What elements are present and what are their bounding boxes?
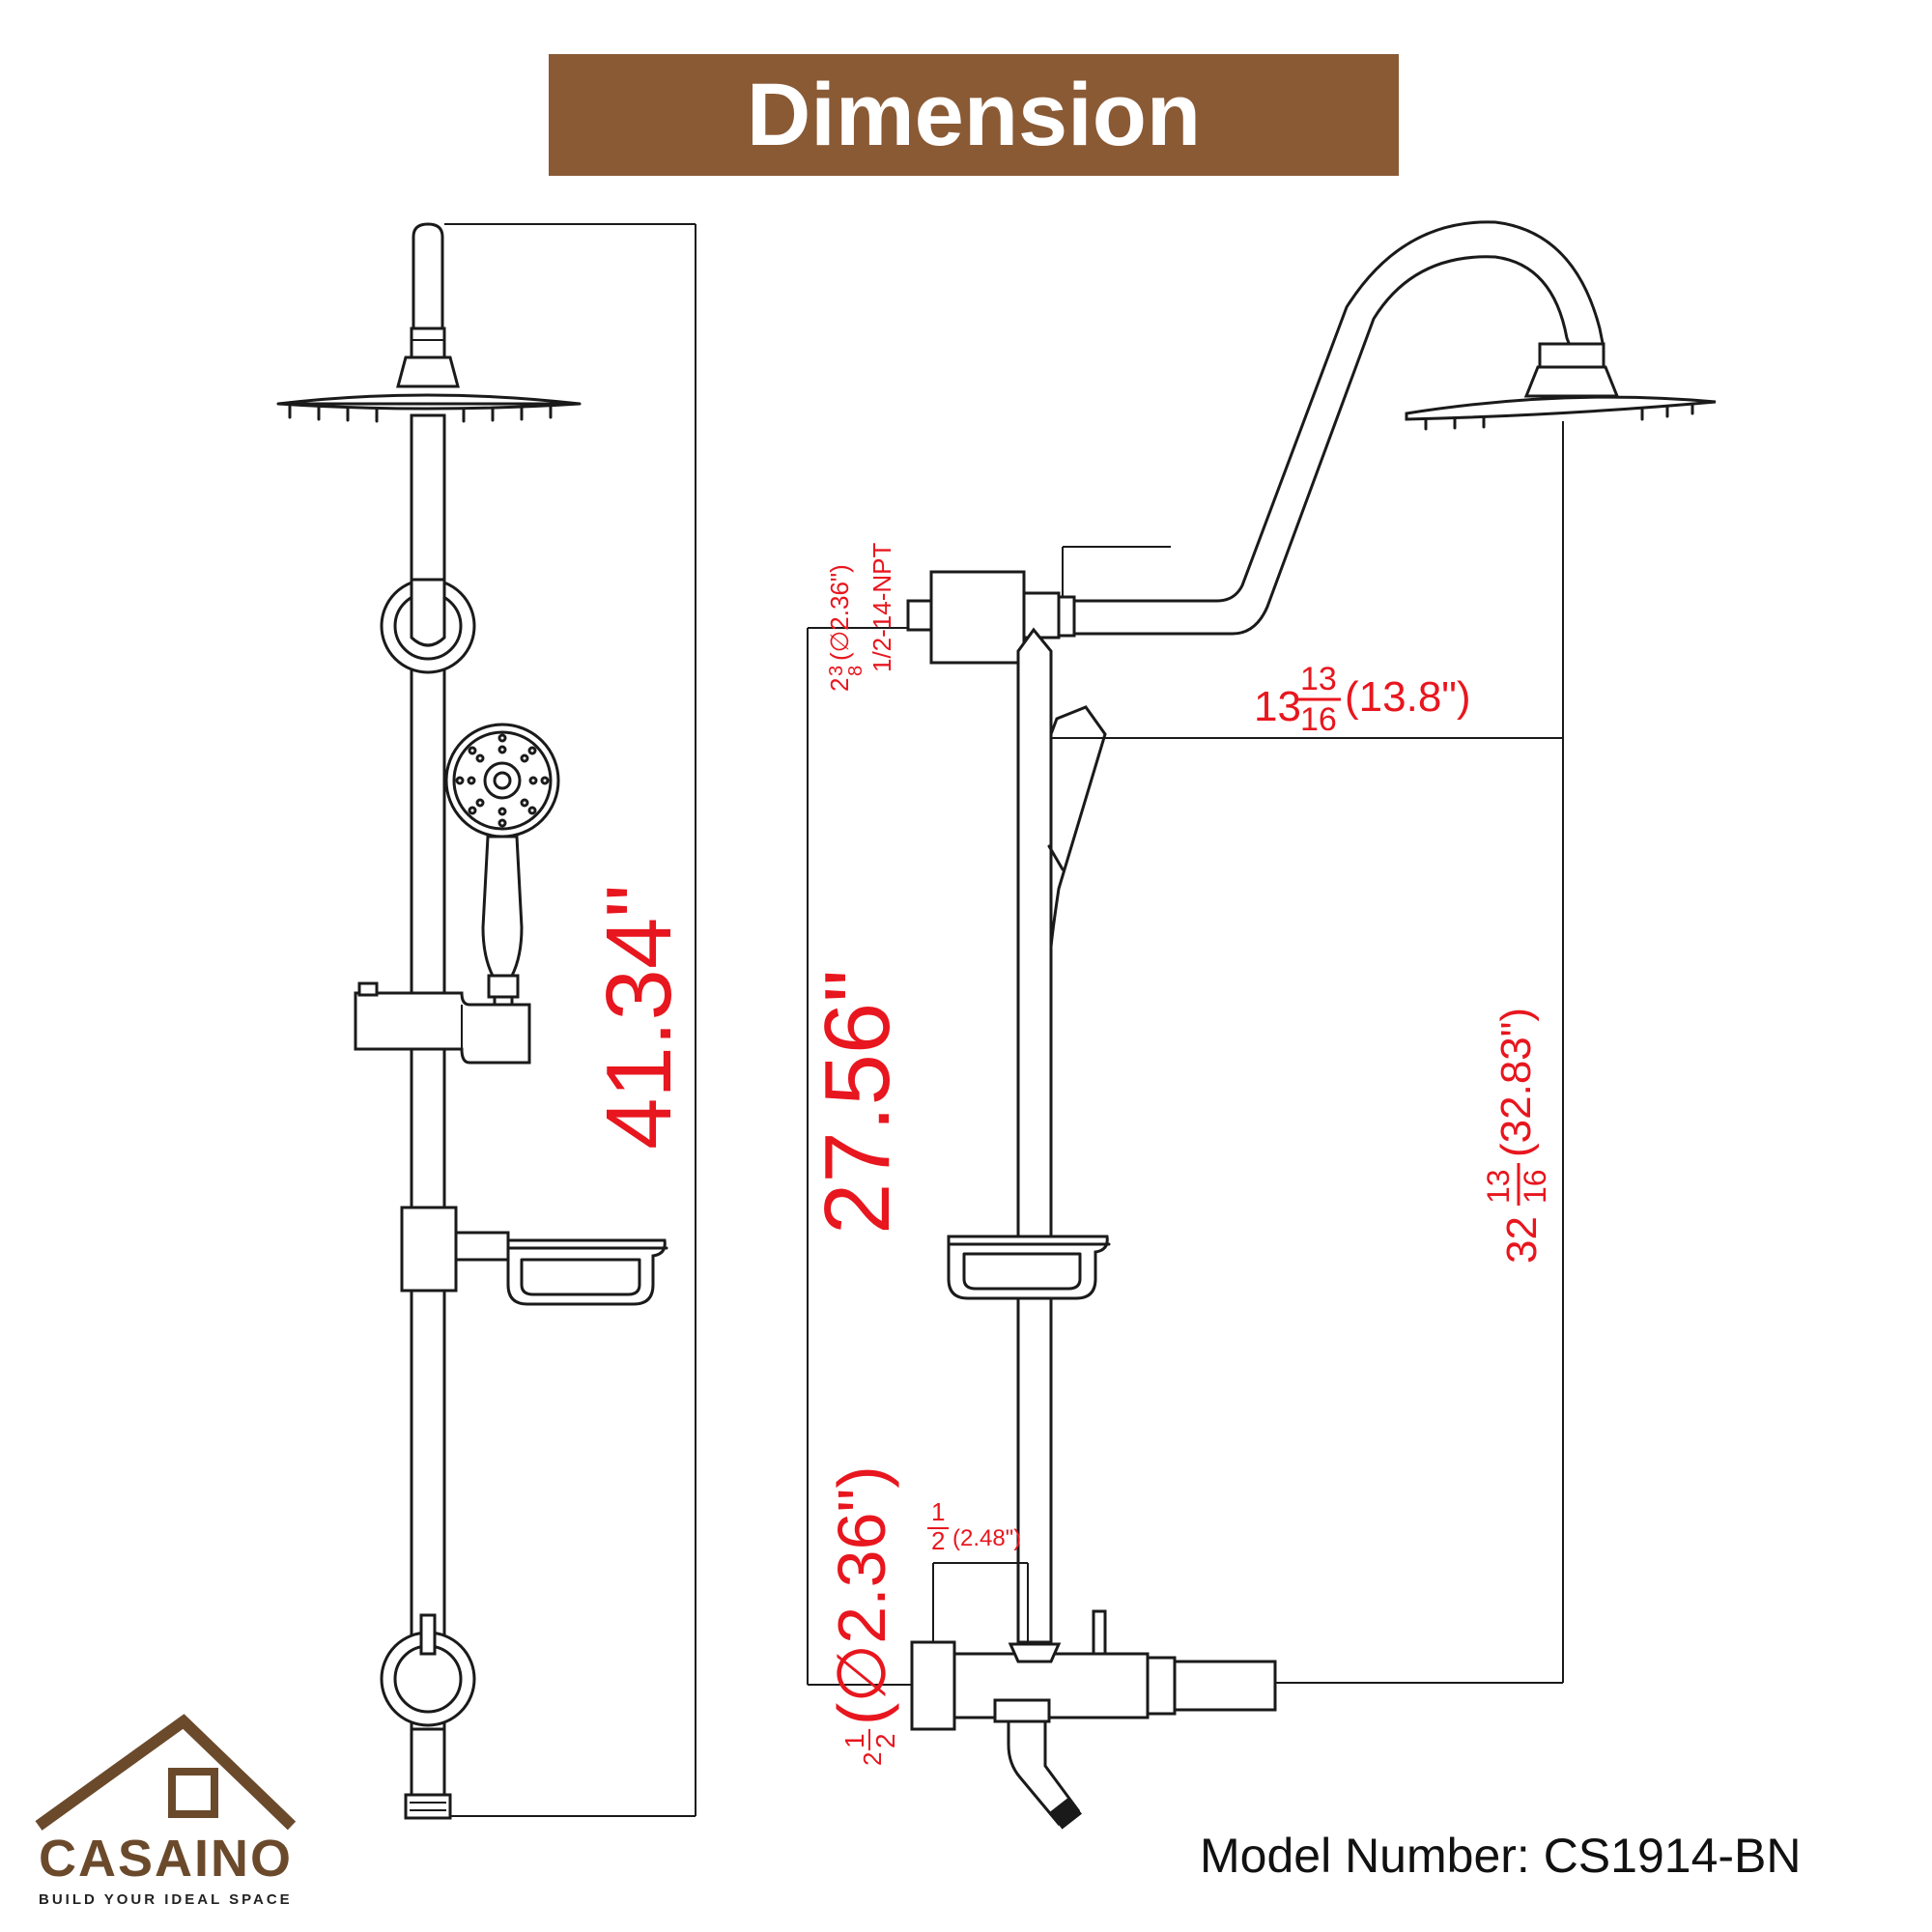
front-rain-head	[277, 393, 581, 411]
svg-text:32: 32	[1498, 1216, 1546, 1264]
side-outlet-pipe	[1173, 1660, 1277, 1712]
overall-height-label: 41.34"	[587, 885, 691, 1150]
svg-text:13: 13	[1300, 661, 1337, 697]
svg-text:(32.83"): (32.83")	[1492, 1008, 1540, 1157]
side-diverter-knob	[1092, 1609, 1107, 1656]
casaino-logo	[35, 1714, 297, 1831]
front-arm-collar	[410, 327, 446, 359]
front-hand-shower-handle	[481, 835, 524, 978]
svg-text:2: 2	[825, 678, 854, 692]
front-soap-dish	[506, 1238, 667, 1306]
model-number: Model Number: CS1914-BN	[1200, 1829, 1802, 1883]
svg-text:1: 1	[931, 1497, 945, 1526]
side-gooseneck-outer	[1057, 220, 1605, 603]
svg-text:2: 2	[870, 1733, 900, 1748]
arm-reach-dimension: 13 13 16 (13.8")	[1254, 661, 1471, 738]
svg-text:(∅2.36"): (∅2.36")	[824, 1465, 899, 1725]
valve-offset-dimension: 1 2 (2.48")	[927, 1497, 1021, 1555]
svg-text:2: 2	[858, 1752, 887, 1766]
side-inlet-flange	[910, 1640, 956, 1731]
head-height-dimension: 32 13 16 (32.83")	[1481, 1008, 1552, 1264]
title-banner: Dimension	[549, 54, 1399, 176]
svg-text:(2.48"): (2.48")	[952, 1525, 1021, 1551]
front-tub-spout	[410, 1727, 446, 1799]
side-valve-body	[952, 1652, 1150, 1719]
logo-name: CASAINO	[39, 1830, 294, 1888]
side-hand-shower	[1049, 705, 1107, 948]
title-text: Dimension	[746, 65, 1202, 164]
logo-tagline: BUILD YOUR IDEAL SPACE	[39, 1891, 293, 1908]
front-top-arm	[412, 222, 444, 330]
side-soap-dish	[947, 1235, 1109, 1300]
svg-text:13: 13	[1481, 1169, 1516, 1204]
svg-text:(∅2.36"): (∅2.36")	[825, 564, 854, 661]
side-rain-head	[1405, 395, 1717, 421]
side-arm-collar	[1538, 342, 1605, 369]
svg-text:1: 1	[839, 1733, 869, 1748]
svg-text:3: 3	[826, 666, 847, 676]
svg-text:13: 13	[1254, 683, 1301, 730]
svg-text:2: 2	[931, 1526, 945, 1555]
front-slide-holder	[354, 991, 531, 1065]
side-view: 27.56"	[806, 220, 1717, 1830]
front-soap-bracket	[400, 1206, 458, 1293]
inlet-diameter-dimension: 2 1 2 (∅2.36")	[824, 1465, 900, 1766]
front-view: 41.34"	[276, 222, 696, 1820]
top-fitting-dimension: 2 3 8 (∅2.36")	[825, 564, 867, 692]
side-slide-bar	[1016, 627, 1053, 1644]
svg-text:16: 16	[1518, 1169, 1552, 1204]
front-head-neck	[396, 355, 460, 388]
side-top-fitting	[929, 570, 1026, 665]
inlet-height-label: 27.56"	[806, 970, 909, 1235]
front-hand-shower-nozzles	[455, 733, 550, 828]
thread-spec-label: 1/2-14-NPT	[867, 543, 896, 672]
svg-text:8: 8	[845, 666, 867, 676]
side-gooseneck-inner	[1057, 255, 1573, 636]
svg-text:(13.8"): (13.8")	[1345, 673, 1471, 721]
svg-text:16: 16	[1300, 701, 1337, 738]
